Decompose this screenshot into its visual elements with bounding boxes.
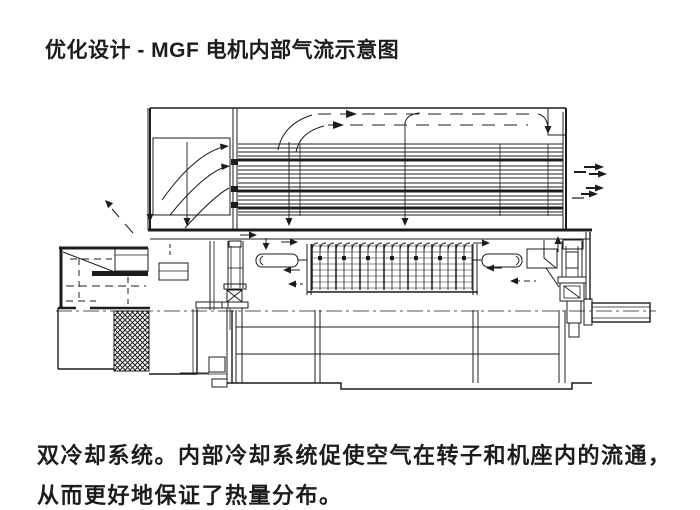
shaft: [195, 298, 651, 326]
tube-caps: [231, 159, 238, 208]
stator-rotor-core: [306, 242, 478, 295]
air-inlet-duct: [57, 200, 198, 375]
cooler-section: [146, 107, 607, 239]
cooler-exit-airflow-arrows: [572, 163, 607, 199]
end-winding-right: [472, 236, 562, 288]
caption-line-2: 从而更好地保证了热量分布。: [37, 483, 343, 508]
air-filter: [113, 310, 150, 372]
page-title: 优化设计 - MGF 电机内部气流示意图: [45, 39, 400, 62]
bearing-left: [158, 240, 249, 383]
end-winding-left: [255, 238, 307, 288]
caption: 双冷却系统。内部冷却系统促使空气在转子和机座内的流通， 从而更好地保证了热量分布…: [37, 436, 672, 510]
cooler-tube-bank: [238, 143, 563, 216]
bearing-right: [557, 239, 587, 338]
caption-line-1: 双冷却系统。内部冷却系统促使空气在转子和机座内的流通，: [37, 443, 672, 468]
machine-frame: [148, 228, 592, 390]
top-airflow-arrows: [277, 110, 552, 153]
exhaust-airflow-arrow: [105, 200, 134, 234]
cooler-down-airflow: [146, 112, 421, 226]
cooler-turn-airflow-arrows: [161, 143, 257, 239]
base-plate: [227, 382, 592, 390]
